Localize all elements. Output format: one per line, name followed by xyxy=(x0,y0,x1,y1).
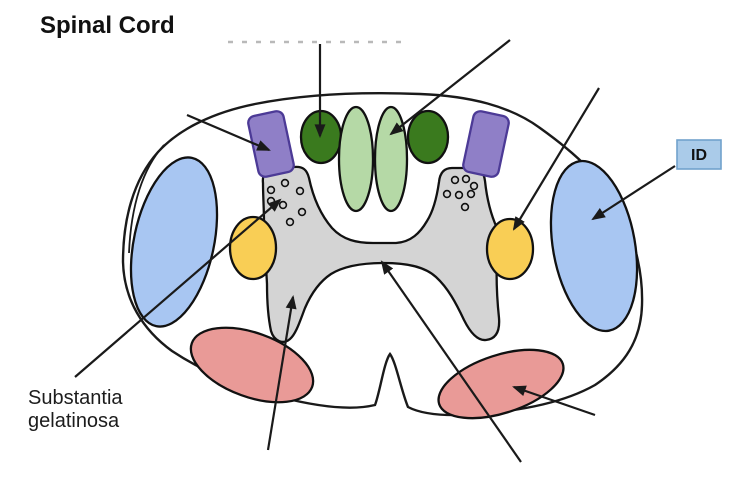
dot xyxy=(460,202,470,212)
yellow-oval-right xyxy=(485,217,535,281)
substantia-label-line2: gelatinosa xyxy=(28,410,120,432)
substantia-dots-right xyxy=(442,174,479,212)
id-box-label: ID xyxy=(691,147,707,164)
arrow-to-yellow-right xyxy=(512,87,600,231)
dot xyxy=(285,217,295,227)
dot xyxy=(278,200,288,210)
dot xyxy=(454,190,464,200)
dot xyxy=(266,185,276,195)
id-box-rect[interactable] xyxy=(676,139,722,170)
blue-oval-right xyxy=(549,159,639,333)
dark-green-oval-right xyxy=(406,109,450,165)
arrow-to-pink-oval-right xyxy=(512,385,596,417)
dot xyxy=(280,178,290,188)
dot xyxy=(442,189,452,199)
pink-oval-left xyxy=(189,326,315,404)
dot xyxy=(469,181,479,191)
annotation-arrows xyxy=(74,39,676,463)
light-green-oval-left xyxy=(337,105,375,213)
arrow-to-purple-rect-left xyxy=(186,113,271,152)
dot xyxy=(466,189,476,199)
purple-rect-left xyxy=(247,110,295,178)
arrow-to-ventral-horn-left xyxy=(266,294,297,451)
blue-oval-left xyxy=(129,156,219,328)
arrow-to-gray-commissure xyxy=(380,260,522,463)
arrow-substantia-gelatinosa xyxy=(74,198,282,378)
dot xyxy=(297,207,307,217)
pink-oval-right xyxy=(437,348,565,420)
light-green-oval-right xyxy=(373,105,409,213)
cord-outline xyxy=(121,91,644,417)
dot xyxy=(461,174,471,184)
substantia-label-line1: Substantia xyxy=(28,387,123,409)
dot xyxy=(295,186,305,196)
cord-outline-sketch-line xyxy=(128,144,165,254)
yellow-oval-left xyxy=(228,215,278,281)
substantia-gelatinosa-label: Substantia gelatinosa xyxy=(28,387,123,432)
page-title: Spinal Cord xyxy=(40,12,175,39)
id-answer-box[interactable]: ID xyxy=(676,139,722,170)
purple-rect-right xyxy=(462,110,510,178)
arrow-from-id-box xyxy=(591,165,676,221)
dot xyxy=(450,175,460,185)
dot xyxy=(266,196,276,206)
arrow-to-light-green-right xyxy=(389,39,511,136)
